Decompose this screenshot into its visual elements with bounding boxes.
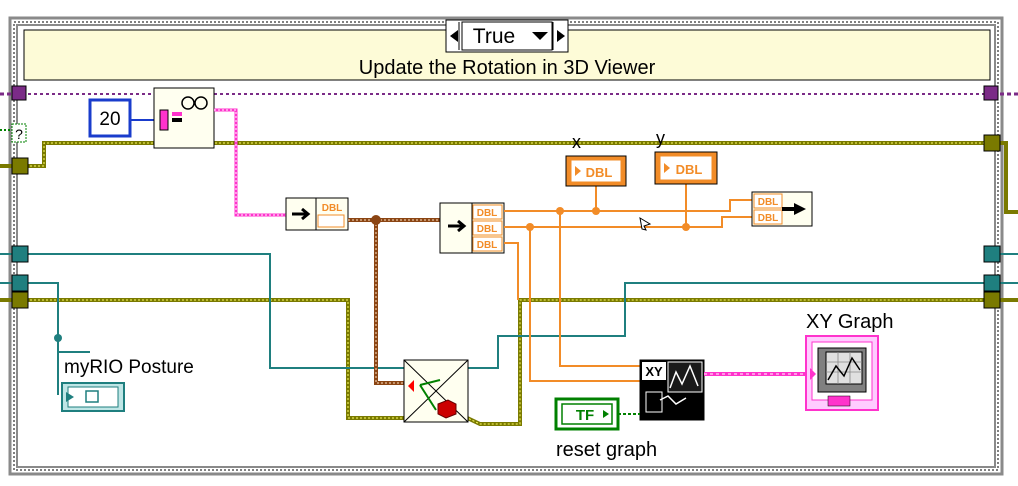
svg-text:XY: XY: [645, 364, 663, 379]
brown-junction: [371, 215, 381, 225]
reset-graph-label: reset graph: [556, 439, 657, 461]
selector-increment-icon[interactable]: [557, 30, 565, 42]
svg-text:DBL: DBL: [586, 165, 613, 180]
comment-text: Update the Rotation in 3D Viewer: [359, 57, 656, 79]
unbundle-icon[interactable]: DBL DBL DBL: [439, 202, 505, 254]
xy-express-icon[interactable]: XY: [639, 359, 705, 421]
tunnels: [11, 85, 1001, 309]
svg-text:DBL: DBL: [477, 208, 498, 219]
build-array-icon[interactable]: DBL DBL: [751, 191, 813, 227]
svg-text:20: 20: [99, 109, 120, 130]
x-label: x: [572, 132, 581, 152]
right-arrow-icon: [292, 207, 311, 221]
svg-text:TF: TF: [576, 407, 594, 424]
3d-rotation-icon[interactable]: [403, 359, 469, 423]
xy-graph-terminal[interactable]: XY Graph: [805, 311, 893, 411]
outer-wires: [0, 92, 1018, 131]
svg-text:DBL: DBL: [477, 224, 498, 235]
svg-text:DBL: DBL: [477, 240, 498, 251]
x-indicator[interactable]: x DBL: [565, 132, 627, 187]
myrio-posture-terminal[interactable]: myRIO Posture: [61, 357, 194, 412]
svg-text:DBL: DBL: [322, 203, 343, 214]
svg-text:DBL: DBL: [758, 197, 779, 208]
array-index-icon[interactable]: DBL: [285, 197, 349, 231]
dropdown-icon[interactable]: [532, 32, 548, 40]
reset-graph-control[interactable]: TF reset graph: [554, 397, 657, 461]
svg-text:DBL: DBL: [758, 213, 779, 224]
boolean-selector-tunnel[interactable]: ?: [11, 123, 27, 143]
y-indicator[interactable]: y DBL: [654, 128, 718, 185]
cursor-icon: [639, 217, 652, 231]
wait-constant[interactable]: 20: [88, 98, 160, 138]
teal-junction: [54, 334, 62, 342]
question-mark: ?: [15, 126, 23, 142]
y-label: y: [656, 128, 665, 148]
wait-icon[interactable]: [153, 87, 215, 149]
myrio-posture-label: myRIO Posture: [64, 357, 194, 378]
svg-text:DBL: DBL: [676, 162, 703, 177]
teal-wires: [0, 253, 1018, 395]
selector-value: True: [473, 25, 515, 48]
comment-banner: Update the Rotation in 3D Viewer: [23, 29, 991, 81]
selector-decrement-icon[interactable]: [450, 30, 458, 42]
case-selector[interactable]: True: [445, 19, 569, 53]
xy-graph-label: XY Graph: [806, 311, 893, 333]
